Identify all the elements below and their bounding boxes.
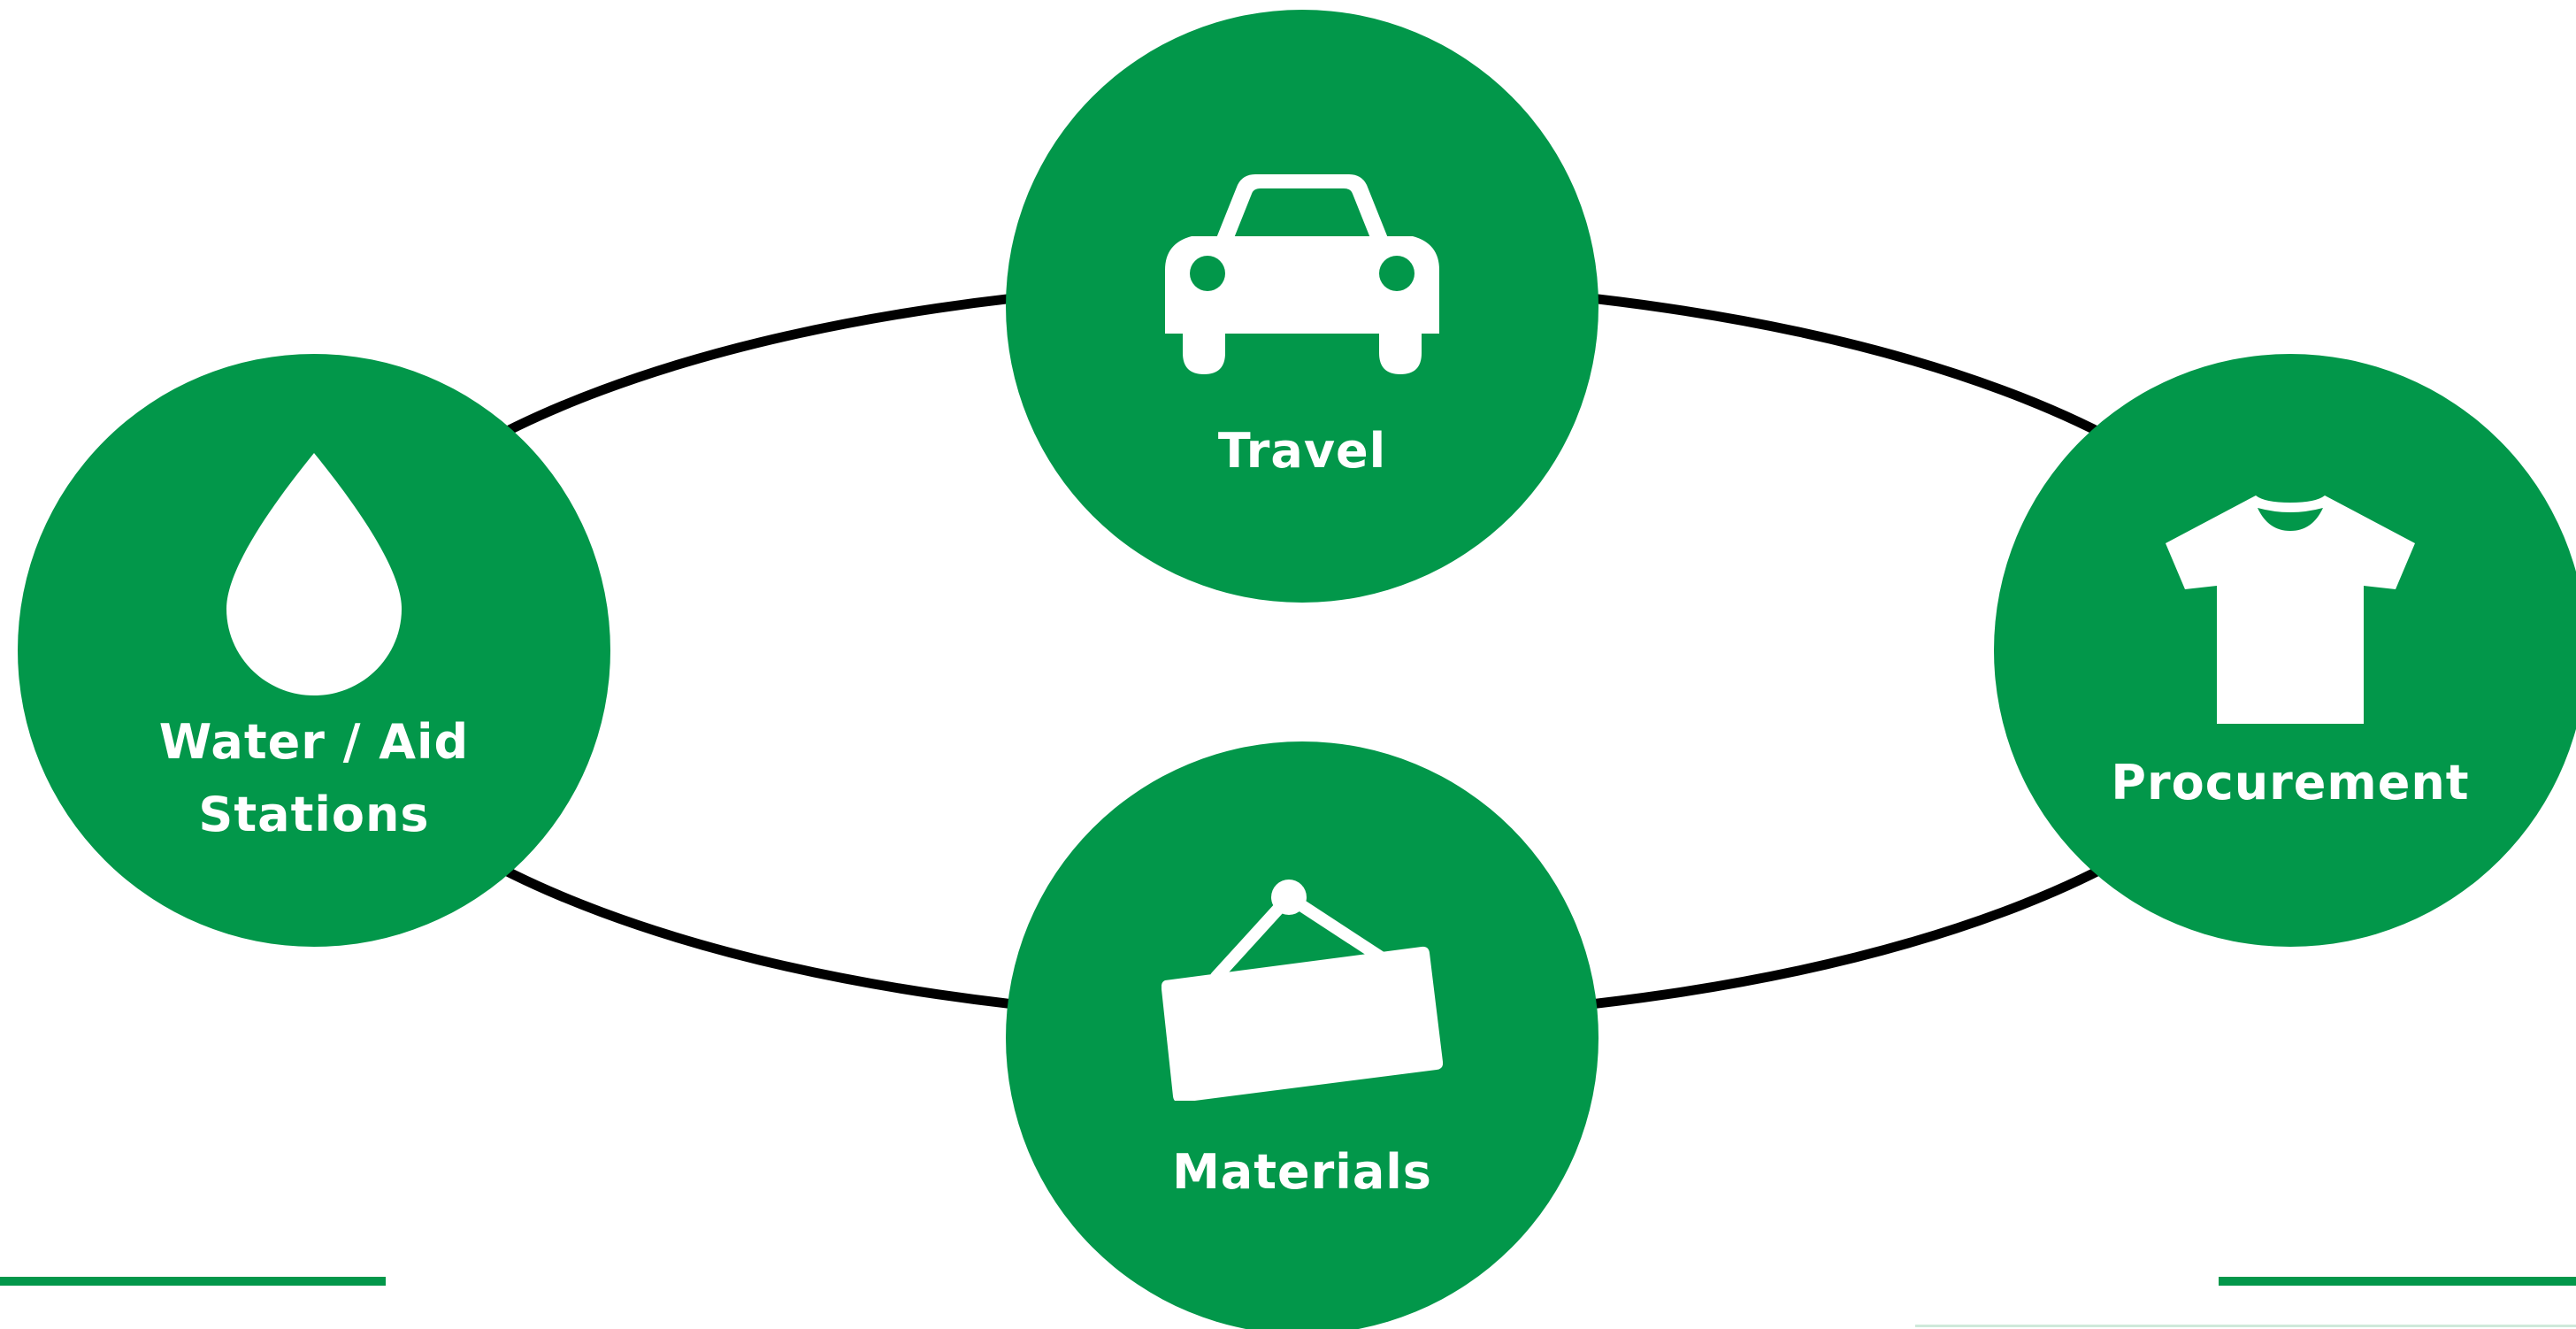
node-travel: Travel — [1006, 10, 1598, 603]
node-procurement-label: Procurement — [2111, 755, 2470, 810]
hanging-sign-icon — [1162, 880, 1443, 1101]
decorative-line-right — [2219, 1277, 2576, 1286]
node-materials-label: Materials — [1172, 1144, 1432, 1200]
node-materials: Materials — [1006, 741, 1598, 1329]
decorative-line-faint — [1915, 1325, 2576, 1327]
node-travel-label: Travel — [1217, 423, 1387, 479]
water-drop-icon — [226, 453, 402, 695]
node-water-aid-stations: Water / Aid Stations — [18, 354, 610, 947]
node-procurement: Procurement — [1994, 354, 2576, 947]
car-icon — [1165, 158, 1439, 390]
t-shirt-icon — [2166, 495, 2415, 724]
decorative-line-left — [0, 1277, 386, 1286]
node-water-label-line2: Stations — [198, 787, 430, 842]
node-water-label: Water / Aid Stations — [18, 706, 610, 851]
node-water-label-line1: Water / Aid — [158, 714, 470, 770]
